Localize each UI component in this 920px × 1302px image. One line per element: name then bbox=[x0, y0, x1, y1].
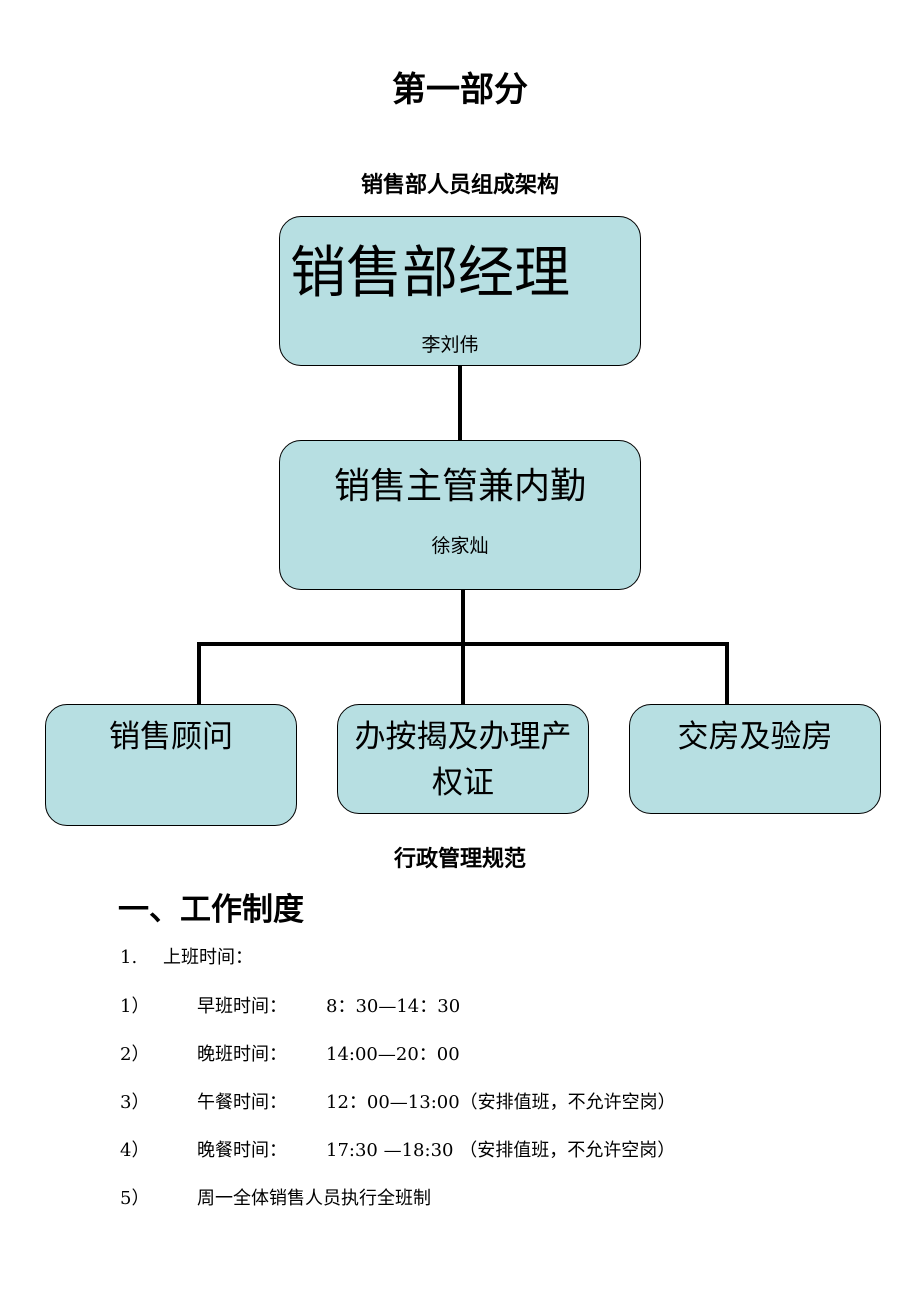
org-box-supervisor: 销售主管兼内勤 徐家灿 bbox=[279, 440, 641, 590]
list-item-number: 4） bbox=[120, 1140, 150, 1161]
section-title: 行政管理规范 bbox=[393, 847, 526, 872]
connector-child-2 bbox=[461, 642, 465, 704]
intro-text: 上班时间： bbox=[163, 947, 253, 968]
intro-number: 1. bbox=[120, 947, 138, 968]
supervisor-name: 徐家灿 bbox=[431, 535, 489, 557]
supervisor-title: 销售主管兼内勤 bbox=[333, 466, 586, 507]
part-title: 第一部分 bbox=[392, 70, 528, 110]
mortgage-title-line1: 办按揭及办理产 bbox=[354, 719, 572, 755]
list-item-number: 2） bbox=[120, 1044, 150, 1065]
manager-title: 销售部经理 bbox=[290, 241, 570, 306]
list-item-label: 午餐时间： bbox=[197, 1092, 287, 1113]
org-box-sales-consultant: 销售顾问 bbox=[45, 704, 297, 826]
list-item-number: 1） bbox=[120, 996, 150, 1017]
list-item-number: 3） bbox=[120, 1092, 150, 1113]
org-box-manager: 销售部经理 李刘伟 bbox=[279, 216, 641, 366]
handover-title: 交房及验房 bbox=[677, 719, 833, 755]
org-chart-title: 销售部人员组成架构 bbox=[360, 173, 559, 198]
list-item-value: 14:00—20：00 bbox=[326, 1044, 460, 1065]
connector-supervisor-down bbox=[461, 590, 465, 644]
list-item-value: 12：00—13:00（安排值班，不允许空岗） bbox=[326, 1092, 676, 1113]
connector-child-1 bbox=[197, 642, 201, 704]
org-box-handover: 交房及验房 bbox=[629, 704, 881, 814]
org-box-mortgage-title: 办按揭及办理产 权证 bbox=[337, 704, 589, 814]
list-item-label: 早班时间： bbox=[197, 996, 287, 1017]
mortgage-title-line2: 权证 bbox=[432, 765, 494, 801]
connector-child-3 bbox=[725, 642, 729, 704]
section-heading: 一、工作制度 bbox=[118, 892, 304, 928]
list-item-value: 17:30 —18:30 （安排值班，不允许空岗） bbox=[326, 1140, 676, 1161]
connector-manager-supervisor bbox=[458, 366, 462, 441]
sales-consultant-title: 销售顾问 bbox=[109, 719, 233, 755]
list-item-number: 5） bbox=[120, 1188, 150, 1209]
list-item-label: 晚班时间： bbox=[197, 1044, 287, 1065]
manager-name: 李刘伟 bbox=[421, 334, 479, 356]
list-item-label: 周一全体销售人员执行全班制 bbox=[197, 1188, 431, 1209]
list-item-label: 晚餐时间： bbox=[197, 1140, 287, 1161]
list-item-value: 8：30—14：30 bbox=[326, 996, 461, 1017]
